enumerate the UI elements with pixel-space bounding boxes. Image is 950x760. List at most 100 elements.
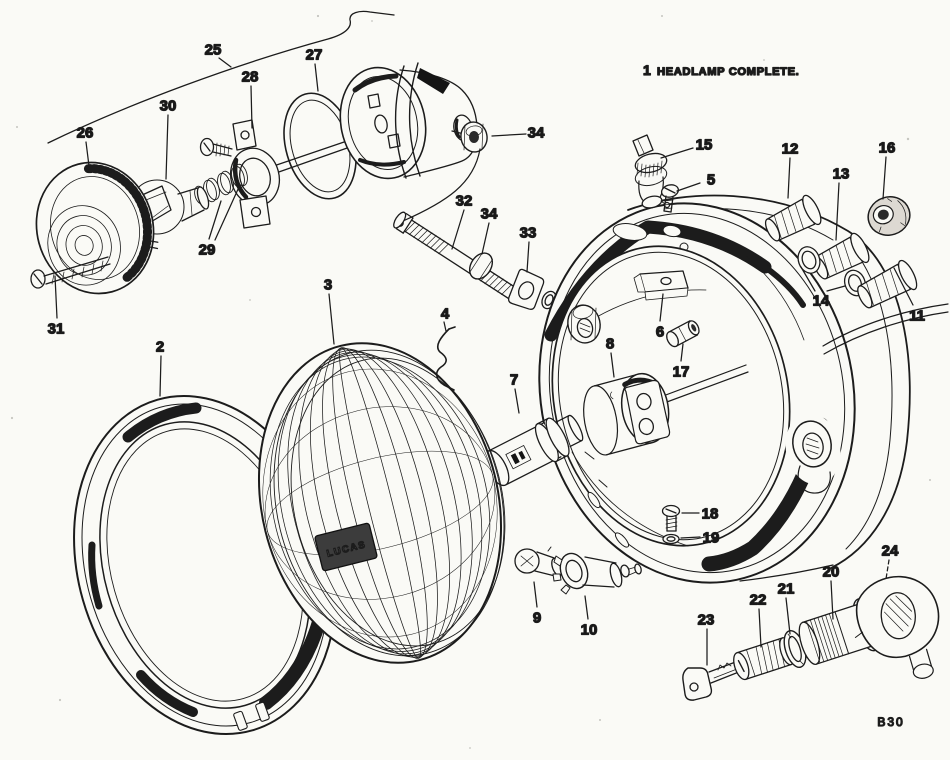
through-rod <box>654 303 949 407</box>
part-number-8: 8 <box>606 336 614 353</box>
leader-line-15-6-0 <box>660 147 694 159</box>
wire-clip <box>435 326 456 391</box>
part-number-4: 4 <box>441 306 450 323</box>
leader-line-10-33-0 <box>584 595 589 620</box>
leader-line-11-18-0 <box>893 267 914 306</box>
leader-line-17-23-0 <box>680 343 684 362</box>
part-number-5: 5 <box>707 172 715 189</box>
leader-line-31-19-0 <box>54 275 58 319</box>
callout-bracket-25 <box>47 10 395 144</box>
part-number-34: 34 <box>528 125 545 142</box>
leader-line-2-22-0 <box>159 355 162 397</box>
leader-line-33-13-0 <box>526 241 530 273</box>
part-number-33: 33 <box>520 225 537 242</box>
bulb-holder <box>552 552 642 595</box>
part-number-14: 14 <box>813 293 830 310</box>
part-number-16: 16 <box>879 140 896 157</box>
part-number-18: 18 <box>702 506 719 523</box>
leader-line-5-10-0 <box>676 182 701 192</box>
part-number-20: 20 <box>823 564 840 581</box>
leader-line-8-21-0 <box>610 352 615 378</box>
part-number-24: 24 <box>882 543 899 560</box>
leader-line-22-30-0 <box>758 608 762 648</box>
leader-line-3-15-0 <box>328 293 335 345</box>
leader-line-32-11-0 <box>451 209 465 250</box>
shell-bush <box>666 320 700 348</box>
anchor-plate <box>507 268 545 310</box>
part-number-34: 34 <box>481 206 498 223</box>
part-number-19: 19 <box>703 530 720 547</box>
part-number-13: 13 <box>833 166 850 183</box>
leader-line-7-24-0 <box>514 388 520 414</box>
part-number-21: 21 <box>778 581 795 598</box>
switch-cover <box>854 575 940 679</box>
part-number-10: 10 <box>581 622 598 639</box>
part-number-11: 11 <box>909 308 925 325</box>
adjusting-nut <box>468 252 494 280</box>
title-text: HEADLAMP COMPLETE. <box>657 66 799 78</box>
title-part-number: 1 <box>643 62 651 78</box>
part-number-7: 7 <box>510 372 518 389</box>
leader-line-34-5-0 <box>491 133 527 137</box>
leader-line-12-7-0 <box>787 157 791 199</box>
part-number-25: 25 <box>205 42 222 59</box>
bulb-socket <box>583 372 671 456</box>
shell-screw <box>661 504 681 532</box>
leader-line-20-28-0 <box>830 580 834 620</box>
leader-line-14-16-1 <box>826 285 846 292</box>
grommet-11 <box>857 259 918 309</box>
page-code: B30 <box>877 715 904 729</box>
part-number-12: 12 <box>782 141 799 158</box>
part-number-28: 28 <box>242 69 259 86</box>
part-number-31: 31 <box>48 321 65 338</box>
part-number-17: 17 <box>673 364 690 381</box>
leader-line-9-31-0 <box>533 581 538 608</box>
leader-line-14-16-0 <box>800 266 816 292</box>
leader-line-24-27-0 <box>885 559 890 580</box>
light-unit-lens: LUCAS <box>257 342 506 664</box>
part-number-22: 22 <box>750 592 767 609</box>
washer-14a <box>797 246 821 274</box>
part-number-32: 32 <box>456 193 473 210</box>
leader-line-21-29-0 <box>785 597 791 635</box>
part-number-15: 15 <box>696 137 713 154</box>
part-number-9: 9 <box>533 610 541 627</box>
part-number-3: 3 <box>324 277 332 294</box>
shell-grommets <box>764 194 918 309</box>
leader-line-29-14-0 <box>208 200 222 240</box>
leader-line-4-17-0 <box>443 321 447 332</box>
shell-washer <box>662 533 680 545</box>
leader-line-6-20-0 <box>659 293 664 322</box>
dip-switch <box>632 134 671 209</box>
pilot-stud-nut <box>460 121 488 153</box>
part-number-6: 6 <box>656 324 664 341</box>
part-number-27: 27 <box>306 47 323 64</box>
shell-domed-nut <box>567 304 601 344</box>
leader-line-26-4-0 <box>85 141 90 167</box>
pilot-lamp-body <box>339 62 478 180</box>
leader-line-13-9-0 <box>835 182 840 241</box>
shell-bracket <box>633 270 689 301</box>
leader-line-25-0-0 <box>218 57 232 68</box>
headlamp-shell <box>538 194 949 584</box>
part-number-29: 29 <box>199 242 216 259</box>
pilot-bracket-screw <box>199 137 233 157</box>
part-number-26: 26 <box>77 125 94 142</box>
part-number-30: 30 <box>160 98 177 115</box>
leader-line-28-2-0 <box>250 85 253 129</box>
leader-line-30-3-0 <box>165 114 169 180</box>
part-number-2: 2 <box>156 339 164 356</box>
pilot-lamp-assembly <box>30 62 488 295</box>
switch-screw <box>660 184 680 213</box>
shell-threaded-boss <box>785 413 841 494</box>
spacer-16 <box>867 196 911 236</box>
leader-line-19-26-0 <box>680 536 701 539</box>
part-number-23: 23 <box>698 612 715 629</box>
leader-line-27-1-0 <box>314 63 319 92</box>
pilot-lens-dome <box>35 161 159 295</box>
leader-line-16-8-0 <box>882 156 887 200</box>
lens-badge: LUCAS <box>314 522 378 572</box>
